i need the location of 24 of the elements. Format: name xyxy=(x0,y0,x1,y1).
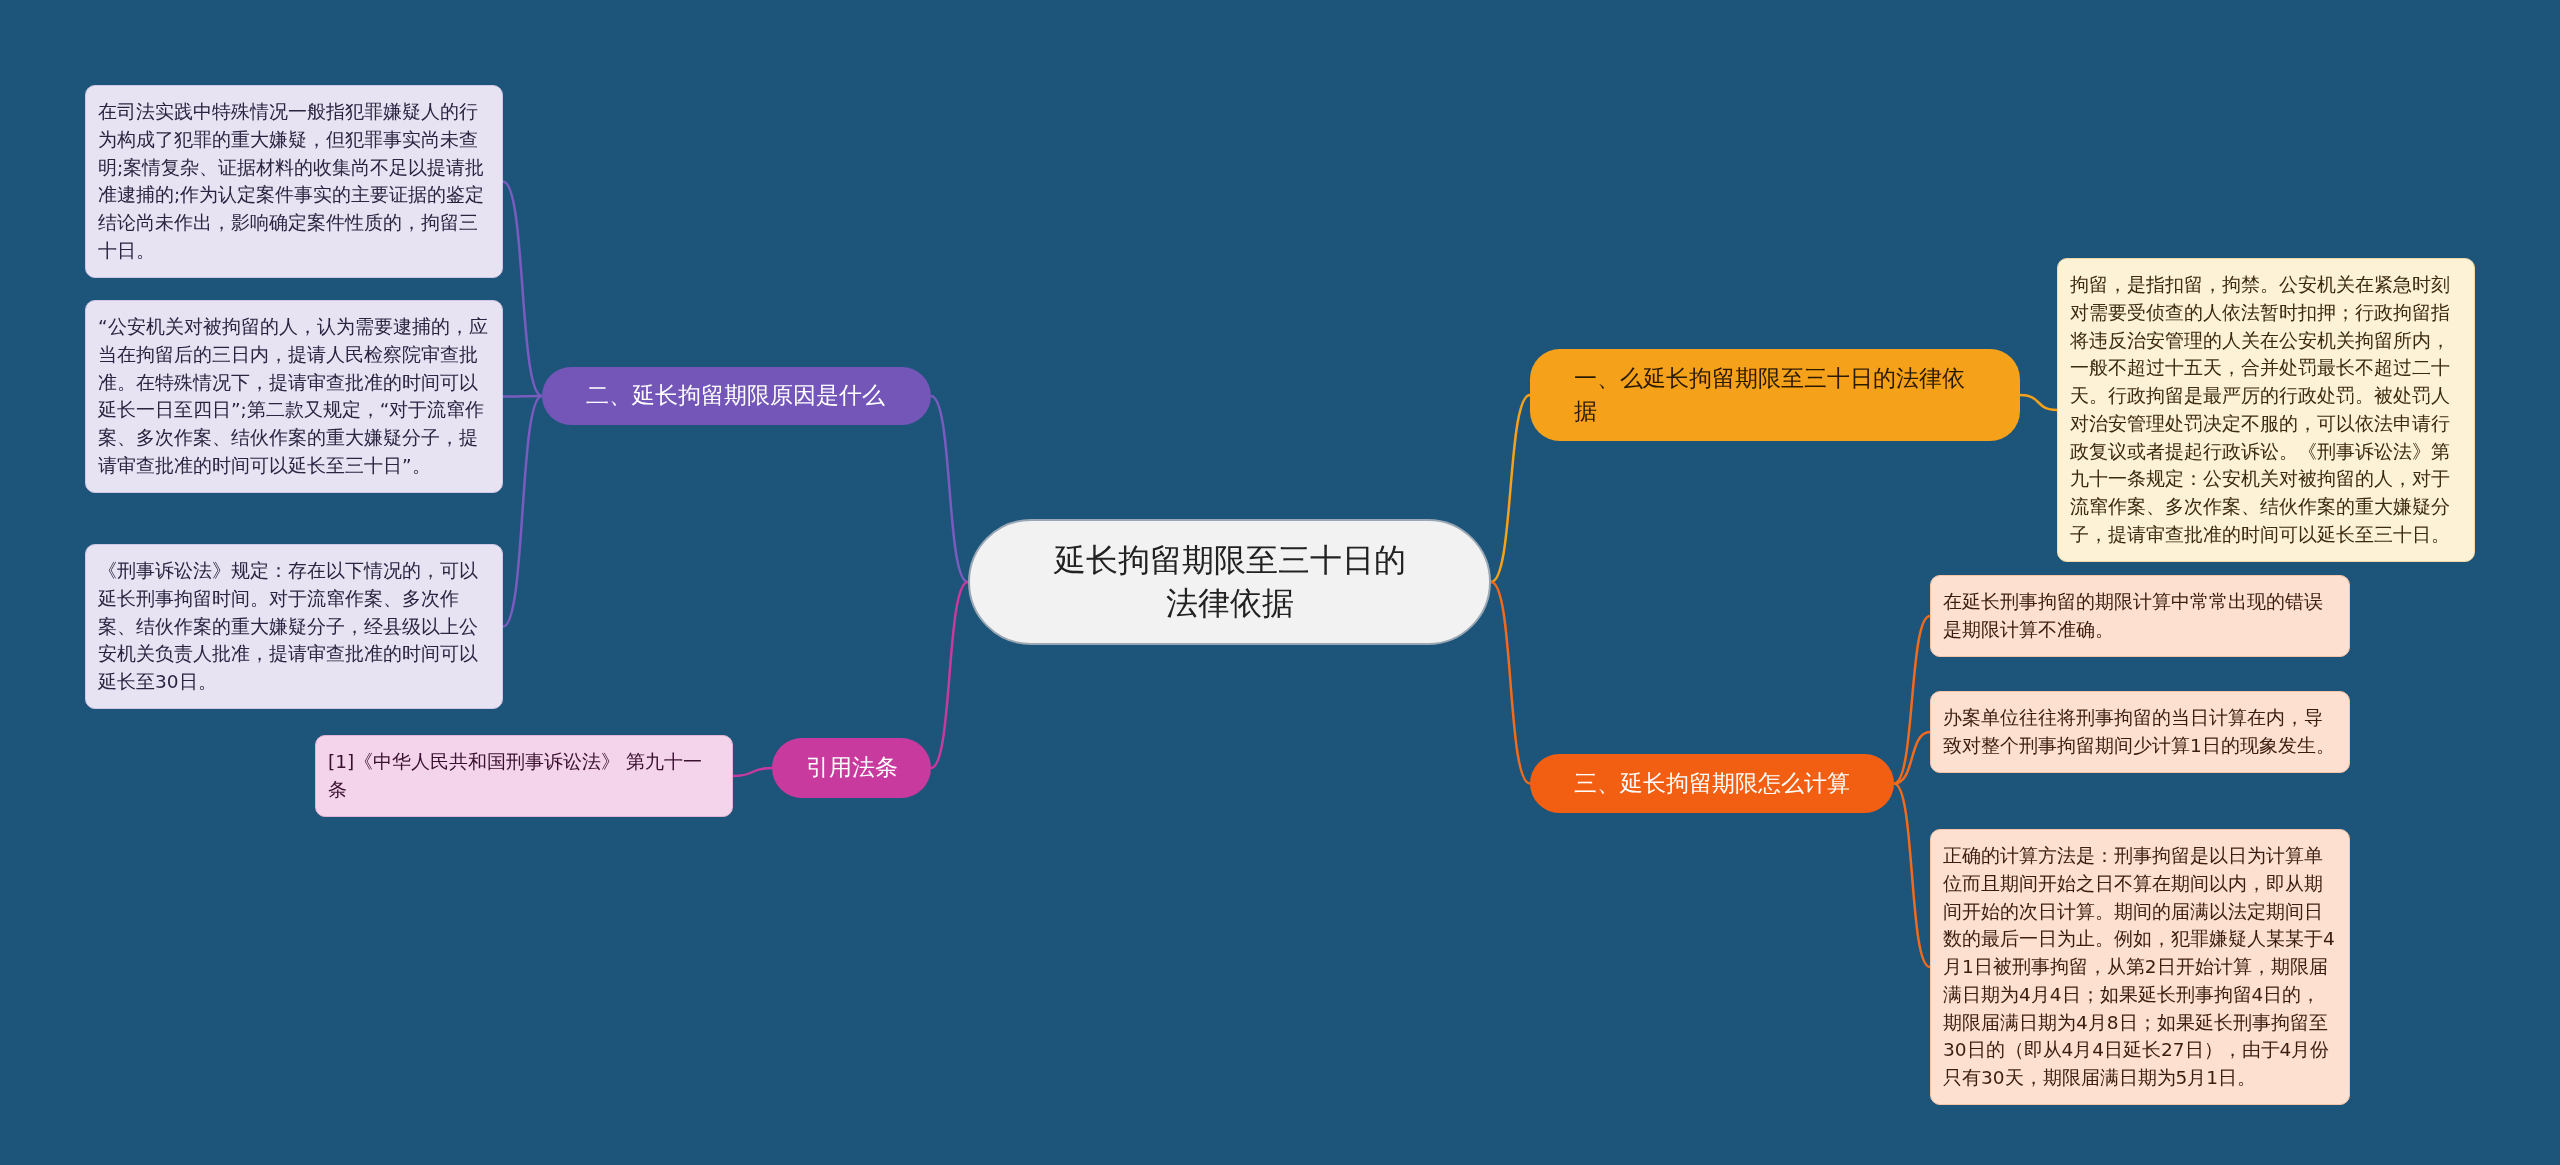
note-card: 在延长刑事拘留的期限计算中常常出现的错误是期限计算不准确。 xyxy=(1930,575,2350,657)
connector-line xyxy=(930,581,969,769)
note-card: 正确的计算方法是：刑事拘留是以日为计算单位而且期间开始之日不算在期间以内，即从期间开始的次日计算。期间的届满以法定期间日数的最后一日为止。例如，犯罪嫌疑人某某于4月1日被刑事拘留，从第2日开始计算，期限届满日期为4月4日；如果延长刑事拘留4日的，期限届满日期为4月8日；如果延长刑事拘留至30日的（即从4月4日延长27日），由于4月份只有30天，期限届满日期为5月1日。 xyxy=(1930,829,2350,1105)
connector-line xyxy=(1893,782,1931,968)
connector-line xyxy=(1490,581,1531,785)
branch-topic: 引用法条 xyxy=(772,738,931,798)
connector-line xyxy=(1490,393,1531,584)
note-card: 办案单位往往将刑事拘留的当日计算在内，导致对整个刑事拘留期间少计算1日的现象发生。 xyxy=(1930,691,2350,773)
connector-line xyxy=(732,766,773,778)
branch-topic: 二、延长拘留期限原因是什么 xyxy=(542,367,931,425)
connector-line xyxy=(1893,614,1931,785)
connector-line xyxy=(503,394,542,398)
central-topic: 延长拘留期限至三十日的法律依据 xyxy=(968,519,1491,645)
note-card: 拘留，是指扣留，拘禁。公安机关在紧急时刻对需要受侦查的人依法暂时扣押；行政拘留指将违反治安管理的人关在公安机关拘留所内，一般不超过十五天，合并处罚最长不超过二十天。行政拘留是最严厉的行政处罚。被处罚人对治安管理处罚决定不服的，可以依法申请行政复议或者提起行政诉讼。《刑事诉讼法》第九十一条规定：公安机关对被拘留的人，对于流窜作案、多次作案、结伙作案的重大嫌疑分子，提请审查批准的时间可以延长至三十日。 xyxy=(2057,258,2475,562)
note-card: 《刑事诉讼法》规定：存在以下情况的，可以延长刑事拘留时间。对于流窜作案、多次作案、结伙作案的重大嫌疑分子，经县级以上公安机关负责人批准，提请审查批准的时间可以延长至30日。 xyxy=(85,544,503,709)
connector-line xyxy=(2019,393,2058,412)
connector-line xyxy=(502,395,543,628)
note-card: “公安机关对被拘留的人，认为需要逮捕的，应当在拘留后的三日内，提请人民检察院审查批准。在特殊情况下，提请审查批准的时间可以延长一日至四日”;第二款又规定，“对于流窜作案、多次作案、结伙作案的重大嫌疑分子，提请审查批准的时间可以延长至三十日”。 xyxy=(85,300,503,493)
note-card: 在司法实践中特殊情况一般指犯罪嫌疑人的行为构成了犯罪的重大嫌疑，但犯罪事实尚未查明;案情复杂、证据材料的收集尚不足以提请批准逮捕的;作为认定案件事实的主要证据的鉴定结论尚未作出，影响确定案件性质的，拘留三十日。 xyxy=(85,85,503,278)
note-card: [1]《中华人民共和国刑事诉讼法》 第九十一条 xyxy=(315,735,733,817)
branch-topic: 一、么延长拘留期限至三十日的法律依据 xyxy=(1530,349,2020,441)
branch-topic: 三、延长拘留期限怎么计算 xyxy=(1530,754,1894,813)
connector-line xyxy=(930,395,969,583)
connector-line xyxy=(502,180,543,397)
